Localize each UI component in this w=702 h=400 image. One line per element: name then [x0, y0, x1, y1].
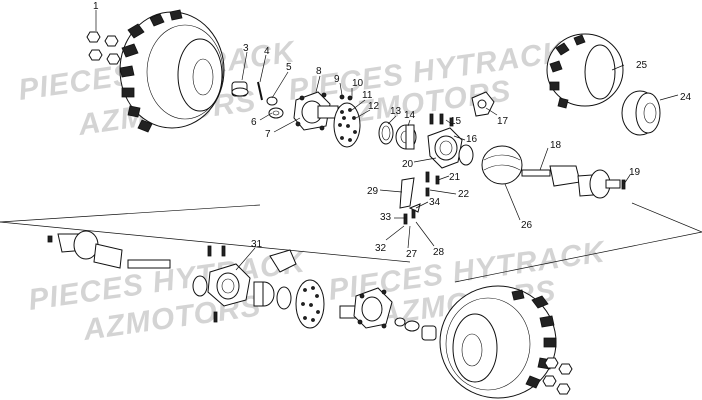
wheel-bearing-bottom [253, 281, 275, 307]
callout-17: 17 [497, 116, 509, 127]
wheel-hub-top [293, 91, 339, 131]
bracket-assembly [399, 171, 440, 225]
washer [266, 96, 278, 106]
brake-disc-top [333, 94, 361, 148]
drive-shaft-bottom [47, 230, 171, 269]
callout-33: 33 [380, 212, 392, 223]
callout-20: 20 [402, 159, 414, 170]
callout-16: 16 [466, 134, 478, 145]
callout-24: 24 [680, 92, 692, 103]
callout-21: 21 [449, 172, 461, 183]
oil-seal-bottom [276, 286, 292, 310]
callout-26: 26 [521, 220, 533, 231]
callout-5: 5 [286, 62, 292, 73]
cotter-pin [257, 81, 263, 101]
callout-14: 14 [404, 110, 416, 121]
leader-lines [235, 51, 679, 271]
knuckle-bolts [429, 113, 454, 127]
callout-27: 27 [406, 249, 418, 260]
lug-nuts-bottom [542, 357, 573, 395]
snap-ring-bottom [192, 275, 208, 297]
callout-28: 28 [433, 247, 445, 258]
assembly-axis-lines [0, 202, 702, 283]
drive-shaft-top [521, 165, 626, 199]
callout-3: 3 [243, 43, 249, 54]
callout-31: 31 [251, 239, 263, 250]
callout-19: 19 [629, 167, 641, 178]
callout-32: 32 [375, 243, 387, 254]
callout-7: 7 [265, 129, 271, 140]
callout-13: 13 [390, 106, 402, 117]
lug-nuts-top [86, 10, 121, 65]
callout-6: 6 [251, 117, 257, 128]
callout-1: 1 [93, 1, 99, 12]
wheel-hub-bottom [339, 287, 393, 329]
callout-29: 29 [367, 186, 379, 197]
callout-22: 22 [458, 189, 470, 200]
bearing-sleeve-bottom [421, 325, 437, 341]
tire-rear-right [439, 285, 557, 399]
callout-12: 12 [368, 101, 380, 112]
snap-ring-top [458, 144, 474, 166]
callout-9: 9 [334, 74, 340, 85]
tire-front-right [546, 33, 624, 109]
callout-10: 10 [352, 78, 364, 89]
nut-washer-bottom [394, 317, 420, 332]
bearing-sleeve [231, 81, 249, 97]
callout-25: 25 [636, 60, 648, 71]
callout-15: 15 [450, 116, 462, 127]
cv-boot-cover [481, 145, 523, 185]
callout-8: 8 [316, 66, 322, 77]
callout-labels: 1 3 4 5 6 7 8 9 10 11 12 13 14 15 16 17 … [93, 1, 692, 260]
callout-11: 11 [362, 90, 373, 101]
rim-front-right [621, 90, 661, 136]
oil-seal-top [378, 121, 394, 145]
wheel-bearing-top [395, 124, 417, 150]
callout-18: 18 [550, 140, 562, 151]
brake-disc-bottom [295, 279, 325, 329]
tire-front-left [119, 9, 225, 133]
steering-knuckle-top [427, 127, 463, 169]
callout-34: 34 [429, 197, 441, 208]
callout-4: 4 [264, 46, 270, 57]
steering-knuckle-bottom [207, 245, 297, 323]
castle-nut [268, 107, 284, 119]
